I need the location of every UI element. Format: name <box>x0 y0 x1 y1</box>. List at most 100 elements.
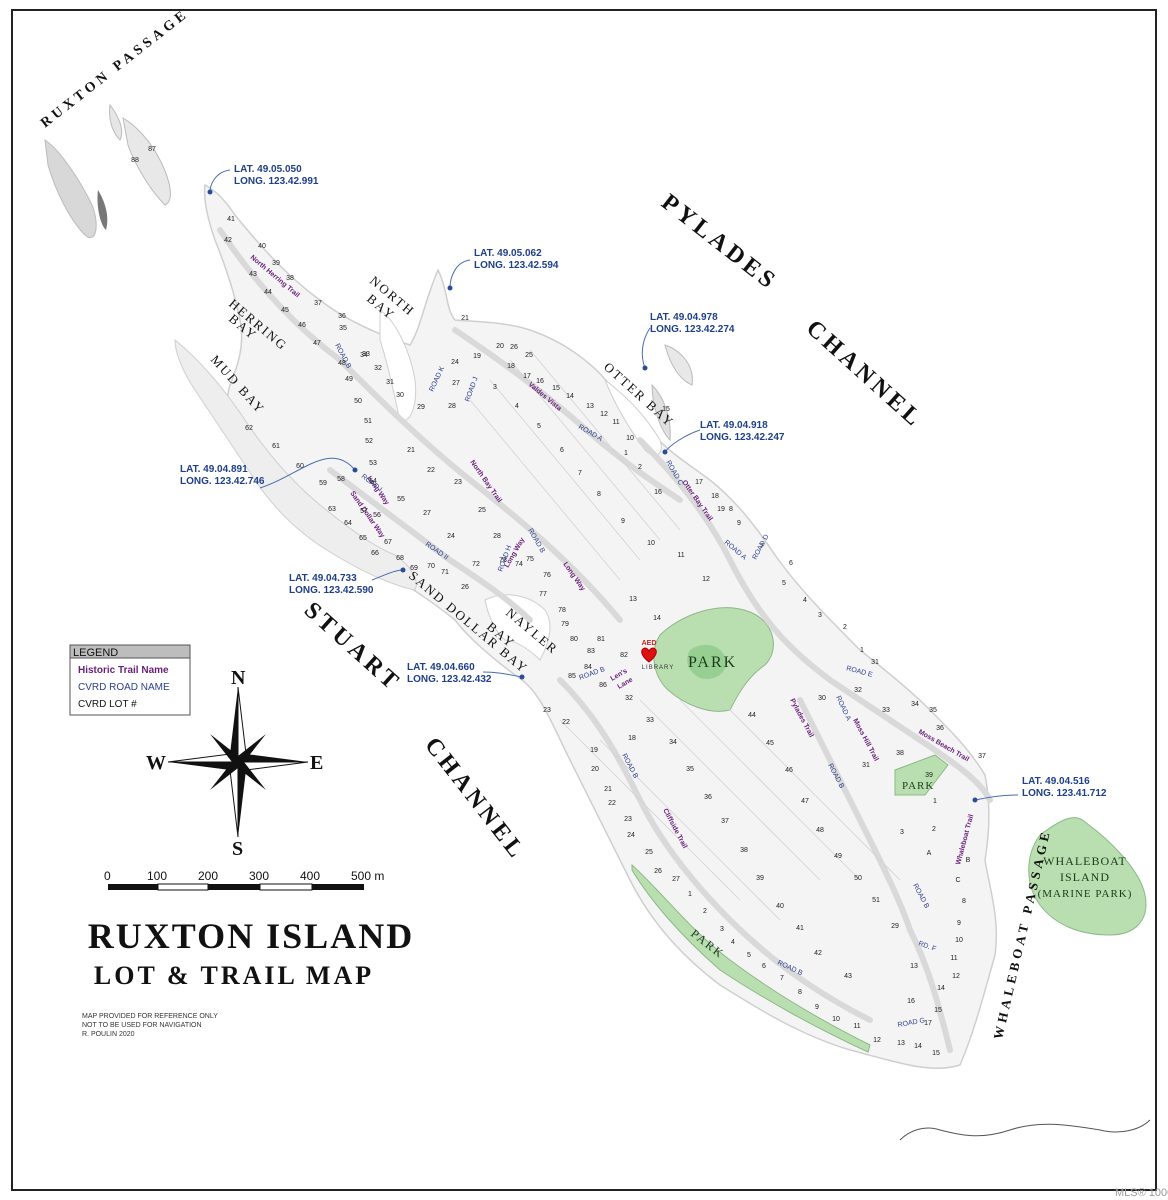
lot-number: 51 <box>872 897 880 904</box>
lot-number: 57 <box>360 508 368 515</box>
lot-number: 17 <box>523 373 531 380</box>
lot-number: 32 <box>625 695 633 702</box>
lot-number: 10 <box>832 1016 840 1023</box>
lot-number: 11 <box>612 419 619 426</box>
whaleboat-island-label-1: WHALEBOAT <box>1043 854 1127 868</box>
heart-icon <box>641 647 657 663</box>
lot-number: 9 <box>815 1004 819 1011</box>
lot-number: 21 <box>604 786 612 793</box>
lot-number: 9 <box>621 518 625 525</box>
lot-number: 18 <box>628 735 636 742</box>
lot-number: 16 <box>907 998 915 1005</box>
coord-long-6: LONG. 123.42.590 <box>289 585 374 596</box>
lot-number: 17 <box>695 479 703 486</box>
library-label: LIBRARY <box>642 665 675 671</box>
lot-number: 26 <box>510 344 518 351</box>
lot-number: 41 <box>227 216 235 223</box>
lot-number: 22 <box>608 800 616 807</box>
lot-number: 88 <box>131 157 139 164</box>
lot-number: 11 <box>950 955 957 962</box>
lot-number: B <box>966 857 971 864</box>
lot-number: 42 <box>814 950 822 957</box>
pylades-label: PYLADES <box>656 189 782 296</box>
coord-long-3: LONG. 123.42.274 <box>650 324 735 335</box>
lot-number: 5 <box>747 952 751 959</box>
lot-lines <box>469 349 901 921</box>
whaleboat-island-label-3: (MARINE PARK) <box>1038 888 1133 900</box>
lot-number: 45 <box>281 307 289 314</box>
compass-e: E <box>310 752 323 774</box>
lot-number: 73 <box>499 557 507 564</box>
lot-number: 22 <box>427 467 435 474</box>
channel-ne-label: CHANNEL <box>801 315 928 433</box>
lot-number: 5 <box>537 423 541 430</box>
lot-number: 26 <box>654 868 662 875</box>
lot-number: 32 <box>854 687 862 694</box>
lot-number: C <box>955 877 960 884</box>
coord-lat-7: LAT. 49.04.660 <box>407 662 475 673</box>
lot-number: 19 <box>590 747 598 754</box>
whaleboat-island <box>1028 817 1147 936</box>
lot-number: 25 <box>478 507 486 514</box>
coord-long-1: LONG. 123.42.991 <box>234 176 319 187</box>
map-title: RUXTON ISLAND <box>88 916 414 956</box>
lot-number: 13 <box>629 596 637 603</box>
lot-number: 3 <box>818 612 822 619</box>
scale-400: 400 <box>300 869 320 883</box>
lot-number: 67 <box>384 539 392 546</box>
lot-number: 56 <box>373 512 381 519</box>
lot-number: 24 <box>447 533 455 540</box>
lot-number: 36 <box>936 725 944 732</box>
lot-number: 48 <box>338 360 346 367</box>
lot-number: 15 <box>552 385 560 392</box>
lot-number: 47 <box>313 340 321 347</box>
scale-0: 0 <box>104 869 111 883</box>
scale-500: 500 m <box>351 869 384 883</box>
lot-number: 23 <box>543 707 551 714</box>
lot-number: 77 <box>539 591 547 598</box>
disclaimer-line-1: MAP PROVIDED FOR REFERENCE ONLY <box>82 1013 218 1020</box>
lot-number: 16 <box>536 378 544 385</box>
lot-number: 29 <box>891 923 899 930</box>
lot-number: 87 <box>148 146 156 153</box>
compass-w: W <box>146 752 166 774</box>
compass-n: N <box>231 667 246 689</box>
lot-number: 46 <box>298 322 306 329</box>
library-marker: AED LIBRARY <box>641 640 675 671</box>
lot-number: 51 <box>364 418 372 425</box>
lot-number: 18 <box>507 363 515 370</box>
lot-number: 30 <box>818 695 826 702</box>
map-subtitle: LOT & TRAIL MAP <box>94 961 374 990</box>
lot-number: 81 <box>597 636 605 643</box>
coord-lat-5: LAT. 49.04.891 <box>180 464 248 475</box>
lot-number: 58 <box>337 476 345 483</box>
lot-number: 70 <box>427 563 435 570</box>
coord-long-5: LONG. 123.42.746 <box>180 476 265 487</box>
lot-number: 60 <box>296 463 304 470</box>
lot-number: 12 <box>702 576 710 583</box>
lot-number: 68 <box>396 555 404 562</box>
road-g: ROAD G <box>897 1017 925 1029</box>
lot-number: 37 <box>314 300 322 307</box>
scale-300: 300 <box>249 869 269 883</box>
lot-number: 15 <box>934 1007 942 1014</box>
legend-header <box>69 644 191 659</box>
coord-long-7: LONG. 123.42.432 <box>407 674 492 685</box>
lot-number: 27 <box>423 510 431 517</box>
coordinate-dots <box>207 189 978 803</box>
lot-number: 26 <box>461 584 469 591</box>
map-frame <box>11 9 1157 1191</box>
lot-number: 34 <box>669 739 677 746</box>
lot-number: 80 <box>570 636 578 643</box>
coord-long-8: LONG. 123.41.712 <box>1022 788 1107 799</box>
coordinate-labels: LAT. 49.05.050 LONG. 123.42.991 LAT. 49.… <box>180 164 1107 799</box>
lot-number: 14 <box>914 1043 922 1050</box>
east-park-label: PARK <box>902 780 934 792</box>
lot-number: 19 <box>473 353 481 360</box>
channel-sw-label: CHANNEL <box>419 733 531 866</box>
lot-number: 30 <box>396 392 404 399</box>
lot-numbers: 8887414240394338444537463647354834334932… <box>131 146 986 1057</box>
lot-number: 50 <box>854 875 862 882</box>
